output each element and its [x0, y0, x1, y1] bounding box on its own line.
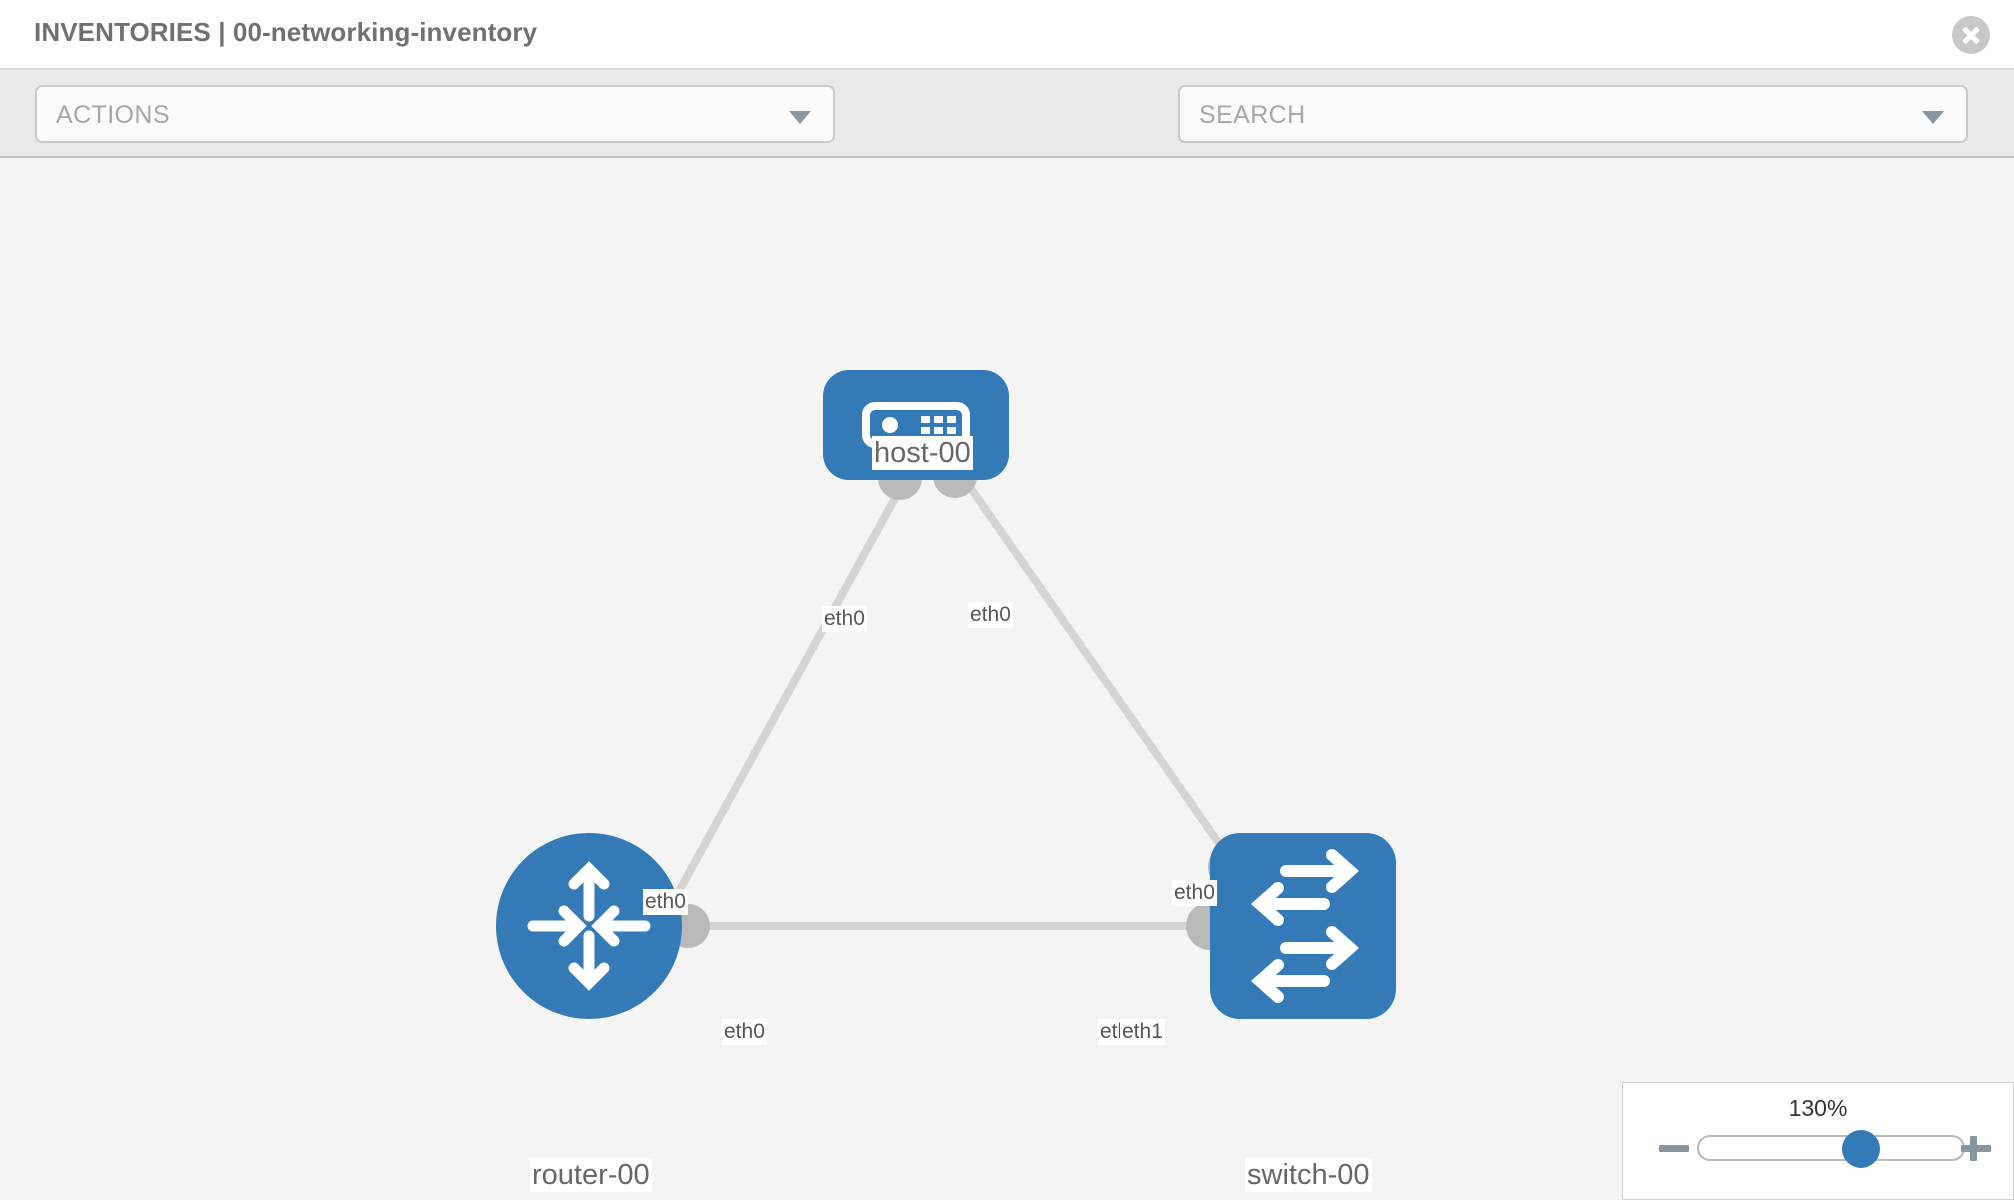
interface-label-switch00-to-host00: eth0 — [1172, 880, 1217, 906]
switch-arrows-icon — [1250, 849, 1360, 1003]
chevron-down-icon — [789, 111, 811, 124]
zoom-control-panel: 130% — [1622, 1082, 2014, 1200]
interface-label-host00-to-switch00: eth0 — [968, 602, 1013, 628]
zoom-out-button[interactable] — [1657, 1131, 1691, 1165]
interface-label-host00-to-router00: eth0 — [822, 606, 867, 632]
zoom-in-button[interactable] — [1959, 1131, 1993, 1165]
node-label-router-00: router-00 — [530, 1158, 652, 1192]
search-placeholder: SEARCH — [1199, 101, 1306, 129]
toolbar: ACTIONS SEARCH — [0, 70, 2014, 204]
search-input[interactable]: SEARCH — [1178, 85, 1968, 143]
node-switch-00[interactable] — [1210, 833, 1396, 1019]
topology-canvas[interactable]: host-00 router-00 switch-00 eth0 eth0 et… — [0, 158, 2014, 1200]
actions-dropdown[interactable]: ACTIONS — [35, 85, 835, 143]
close-icon[interactable] — [1952, 16, 1990, 54]
zoom-level-label: 130% — [1788, 1095, 1848, 1121]
interface-label-switch00-to-router00: eth1 — [1120, 1019, 1165, 1045]
interface-label-router00-to-host00: eth0 — [643, 889, 688, 915]
node-label-switch-00: switch-00 — [1245, 1158, 1372, 1192]
page-header: INVENTORIES | 00-networking-inventory — [0, 0, 2014, 70]
interface-label-router00-to-switch00: eth0 — [722, 1019, 767, 1045]
router-arrows-icon — [527, 861, 651, 991]
node-label-host-00: host-00 — [872, 436, 973, 470]
edge-host00-router00 — [641, 476, 909, 957]
edge-host00-switch00 — [961, 476, 1252, 889]
actions-dropdown-label: ACTIONS — [56, 101, 170, 129]
chevron-down-icon — [1922, 111, 1944, 124]
node-router-00[interactable] — [496, 833, 682, 1019]
topology-graph — [496, 370, 1396, 1019]
page-title: INVENTORIES | 00-networking-inventory — [34, 17, 538, 47]
zoom-slider-thumb[interactable] — [1841, 1130, 1880, 1168]
zoom-slider-track[interactable] — [1697, 1130, 1965, 1168]
